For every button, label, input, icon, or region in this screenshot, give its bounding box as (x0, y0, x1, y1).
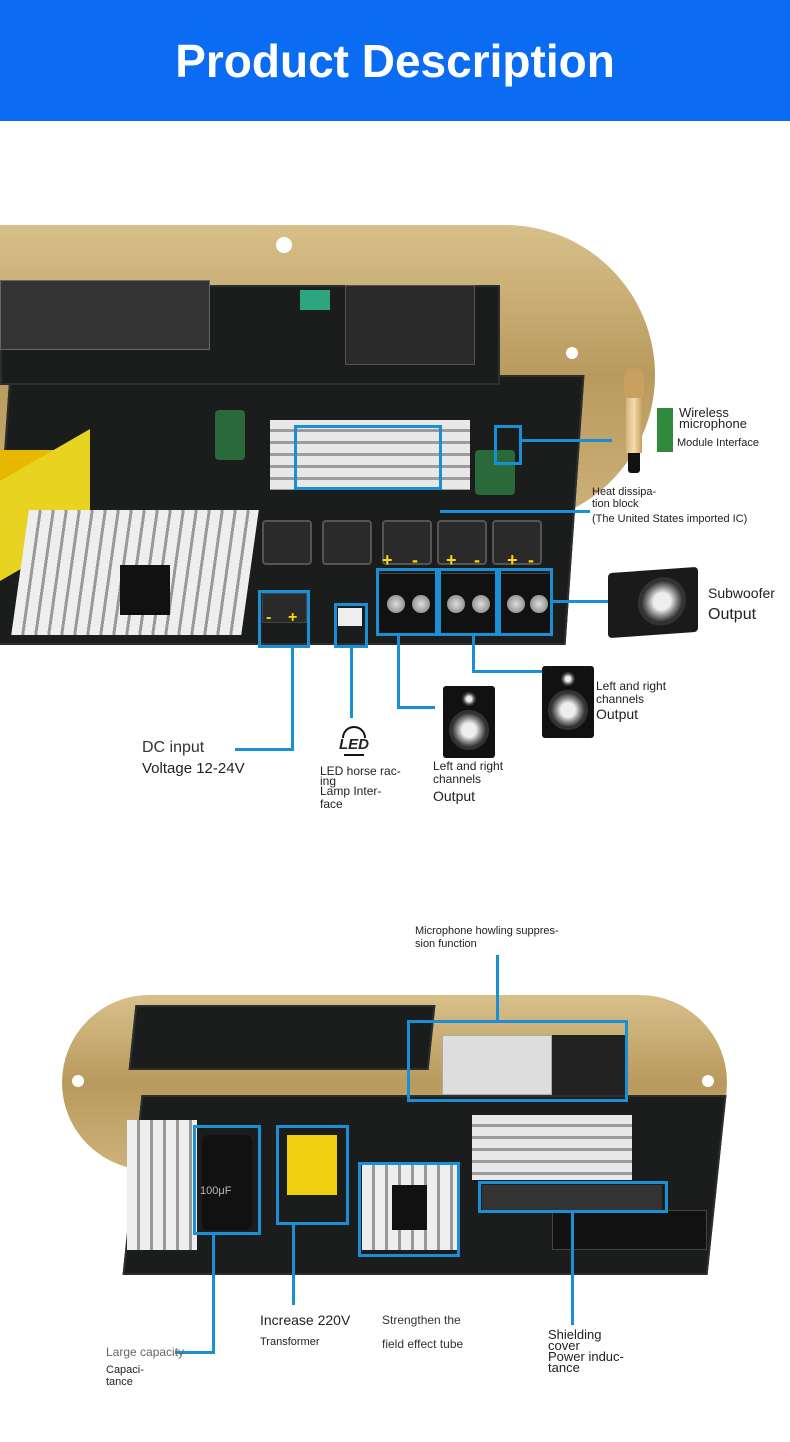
label-line: Output (433, 788, 476, 804)
label-line: Capaci- (106, 1364, 144, 1376)
callout-lr-terminal-2 (438, 568, 498, 636)
label-line: Output (596, 706, 639, 722)
howling-label: Microphone howling suppres- sion functio… (415, 925, 559, 951)
heat-label: Heat dissipa- tion block (The United Sta… (592, 486, 747, 525)
label-line: sion function (415, 938, 477, 950)
minus-mark: - (266, 609, 272, 626)
label-line: field effect tube (382, 1337, 464, 1351)
label-line: Left and right (596, 679, 667, 693)
label-line: LED horse rac- (320, 764, 401, 778)
plus-mark: + (507, 550, 518, 570)
callout-led-port (334, 603, 368, 648)
label-line: (The United States imported IC) (592, 513, 748, 525)
minus-mark: - (528, 550, 534, 570)
label-line: Power induc- (548, 1349, 624, 1364)
plus-mark: + (382, 550, 393, 570)
label-line: tion block (592, 498, 639, 510)
fet-label: Strengthen the field effect tube (382, 1313, 463, 1351)
callout-dc-input (258, 590, 310, 648)
label-line: microphone (679, 416, 747, 431)
lr-output-label-1: Left and right channels Output (433, 760, 503, 806)
callout-lr-terminal-1 (376, 568, 438, 636)
callout-subwoofer-terminal (498, 568, 553, 636)
monitor-speaker-icon (542, 666, 594, 738)
lr-output-label-2: Left and right channels Output (596, 679, 667, 723)
led-icon-text: LED (339, 736, 369, 753)
monitor-speaker-icon (443, 686, 495, 758)
label-line: Voltage 12-24V (142, 760, 245, 777)
label-line: Strengthen the (382, 1313, 461, 1327)
callout-heat-block (294, 425, 442, 490)
label-line: Microphone howling suppres- (415, 925, 559, 937)
label-line: Heat dissipa- (592, 486, 657, 498)
plus-mark: + (288, 609, 298, 626)
callout-howling-suppression (407, 1020, 628, 1102)
plus-mark: + (446, 550, 457, 570)
dc-input-label: DC input Voltage 12-24V (142, 737, 245, 779)
amplifier-board-side-view (62, 995, 727, 1285)
callout-transformer (276, 1125, 349, 1225)
label-line: Increase 220V (260, 1312, 351, 1328)
capacitor-marking: 100μF (200, 1185, 232, 1197)
callout-capacitor (193, 1125, 261, 1235)
label-line: Lamp Inter- (320, 784, 382, 798)
label-line: DC input (142, 739, 205, 756)
label-line: Subwoofer (708, 585, 775, 601)
subwoofer-speaker-icon (608, 566, 698, 639)
label-line: tance (106, 1376, 133, 1388)
led-label: LED horse rac- ing Lamp Inter- face (320, 764, 401, 811)
label-line: Output (708, 606, 757, 623)
label-line: channels (433, 772, 482, 786)
transformer-label: Increase 220V Transformer (260, 1312, 350, 1348)
module-board-icon (657, 408, 673, 452)
label-line: channels (596, 692, 645, 706)
minus-mark: - (474, 550, 480, 570)
label-line: Left and right (433, 759, 504, 773)
label-line: Transformer (260, 1336, 320, 1348)
callout-inductors (478, 1181, 668, 1213)
callout-fet (358, 1162, 460, 1257)
minus-mark: - (412, 550, 418, 570)
capacitor-label: Large capacity Capaci- tance (106, 1346, 184, 1388)
label-line: Large capacity (106, 1345, 185, 1359)
inductor-label: Shielding cover Power induc- tance (548, 1327, 624, 1375)
amplifier-board-top-view: + - + - + - - + (0, 225, 660, 655)
page-title: Product Description (175, 34, 615, 87)
label-line: face (320, 797, 343, 811)
wireless-label-module: Module Interface (677, 437, 759, 449)
wireless-label: Wireless microphone (679, 405, 747, 431)
label-line: tance (548, 1360, 580, 1375)
callout-wireless-port (494, 425, 522, 465)
label-line: ing (320, 774, 337, 788)
label-line: cover (548, 1338, 580, 1353)
led-icon: LED (333, 722, 375, 762)
microphone-icon (622, 368, 648, 473)
label-line: Wireless (679, 405, 729, 420)
ic-heatsink (270, 420, 470, 490)
subwoofer-label: Subwoofer Output (708, 583, 775, 625)
header-banner: Product Description (0, 0, 790, 121)
label-line: Shielding (548, 1327, 602, 1342)
